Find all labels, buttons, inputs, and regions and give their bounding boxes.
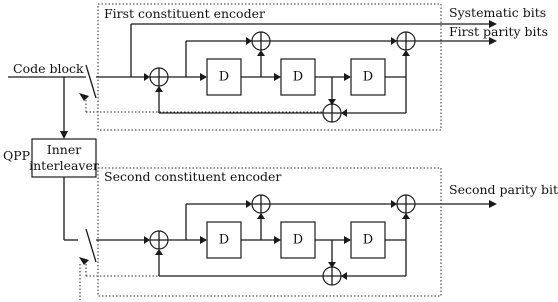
first-delay-2: [280, 58, 316, 96]
code-block-label: Code block: [13, 61, 84, 76]
first-parity-output-arrow: [489, 37, 497, 45]
second-input-adder-bottom-arrow: [155, 249, 163, 255]
first-top-adder2-left-arrow: [391, 37, 397, 45]
second-feedback-adder-top-arrow: [328, 262, 336, 268]
first-encoder-title: First constituent encoder: [104, 6, 265, 21]
second-d2-input-arrow: [274, 236, 281, 244]
first-feedback-adder-right-arrow: [341, 109, 347, 117]
second-encoder-title: Second constituent encoder: [104, 169, 281, 184]
first-delay-3-label: D: [363, 70, 373, 85]
second-delay-1-label: D: [219, 233, 229, 248]
second-parity-output-arrow: [489, 200, 497, 208]
systematic-output-arrow: [489, 20, 497, 28]
first-delay-1-label: D: [219, 70, 229, 85]
interleaver-input-arrow: [60, 131, 68, 139]
interleaver-label-line1: Inner: [47, 142, 81, 157]
inner-interleaver-box: [31, 138, 97, 178]
second-delay-1: [206, 221, 242, 259]
second-d1-input-arrow: [200, 236, 207, 244]
first-input-switch: [85, 64, 97, 99]
second-top-adder1-left-arrow: [246, 200, 252, 208]
first-parity-bits-label: First parity bits: [449, 24, 548, 39]
first-feedback-adder-top-arrow: [328, 99, 336, 105]
first-top-adder1-left-arrow: [246, 37, 252, 45]
first-top-adder2-bottom-arrow: [402, 50, 410, 56]
second-top-adder2-bottom-arrow: [402, 213, 410, 219]
second-delay-2-label: D: [293, 233, 303, 248]
first-d1-input-arrow: [200, 73, 207, 81]
first-top-adder1-bottom-arrow: [257, 50, 265, 56]
second-d3-input-arrow: [344, 236, 351, 244]
second-switch-arrow: [79, 257, 89, 265]
first-delay-2-label: D: [293, 70, 303, 85]
first-d2-input-arrow: [274, 73, 281, 81]
second-delay-2: [280, 221, 316, 259]
systematic-bits-label: Systematic bits: [449, 5, 546, 20]
first-delay-3: [350, 58, 386, 96]
second-encoder-frame: [97, 167, 442, 297]
first-switch-arrow: [79, 93, 89, 101]
qpp-label: QPP: [3, 148, 30, 163]
second-top-adder2-left-arrow: [391, 200, 397, 208]
first-d3-input-arrow: [344, 73, 351, 81]
interleaver-label-line2: interleaver: [29, 158, 99, 173]
second-feedback-adder-right-arrow: [341, 272, 347, 280]
second-top-adder1-bottom-arrow: [257, 213, 265, 219]
second-main-input-arrow: [144, 236, 150, 244]
first-input-adder-bottom-arrow: [155, 86, 163, 92]
second-input-switch: [85, 228, 97, 263]
second-parity-bits-label: Second parity bits: [449, 182, 558, 197]
first-main-input-arrow: [144, 73, 150, 81]
first-encoder-frame: [97, 3, 442, 131]
second-delay-3-label: D: [363, 233, 373, 248]
